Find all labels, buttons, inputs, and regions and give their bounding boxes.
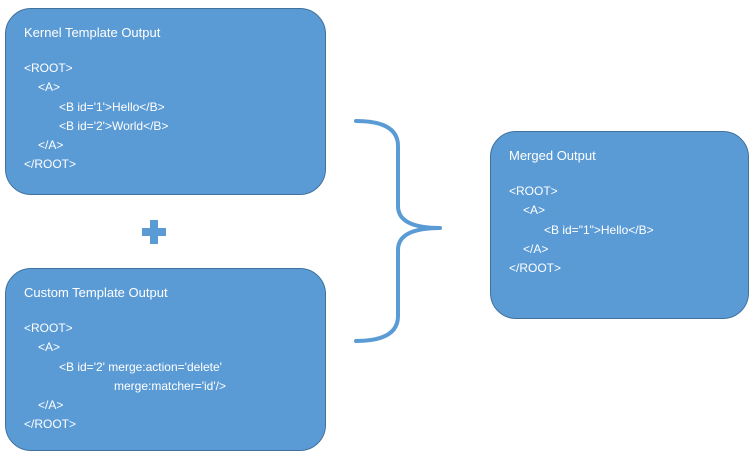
merged-code-line: <ROOT>	[509, 184, 558, 198]
custom-code-line: <B id='2' merge:action='delete'	[59, 359, 222, 374]
merged-output-box: Merged Output <ROOT> <A> <B id="1">Hello…	[490, 131, 749, 319]
custom-template-output-box: Custom Template Output <ROOT> <A> <B id=…	[5, 268, 326, 451]
kernel-code-line: </A>	[38, 138, 64, 153]
kernel-code-line: <B id='1'>Hello</B>	[59, 99, 165, 114]
kernel-code-line: <B id='2'>World</B>	[59, 118, 169, 133]
merged-code-line: </ROOT>	[509, 261, 562, 276]
merged-box-title: Merged Output	[509, 148, 596, 163]
merged-code-line: <B id="1">Hello</B>	[544, 222, 654, 237]
right-curly-brace-icon	[354, 119, 442, 343]
custom-code-line: </ROOT>	[24, 417, 77, 432]
custom-code-line: <A>	[38, 340, 61, 355]
merged-code-line: <A>	[523, 203, 546, 218]
kernel-code-line: <ROOT>	[24, 61, 73, 75]
custom-code-line: merge:matcher='id'/>	[114, 378, 226, 393]
kernel-code-line: <A>	[38, 80, 61, 95]
plus-icon	[142, 220, 166, 244]
merged-code-line: </A>	[523, 241, 549, 256]
custom-code-line: <ROOT>	[24, 321, 73, 335]
custom-code-line: </A>	[38, 398, 64, 413]
kernel-code-line: </ROOT>	[24, 157, 77, 172]
kernel-box-title: Kernel Template Output	[24, 25, 161, 40]
kernel-template-output-box: Kernel Template Output <ROOT> <A> <B id=…	[5, 8, 326, 195]
custom-box-title: Custom Template Output	[24, 285, 168, 300]
